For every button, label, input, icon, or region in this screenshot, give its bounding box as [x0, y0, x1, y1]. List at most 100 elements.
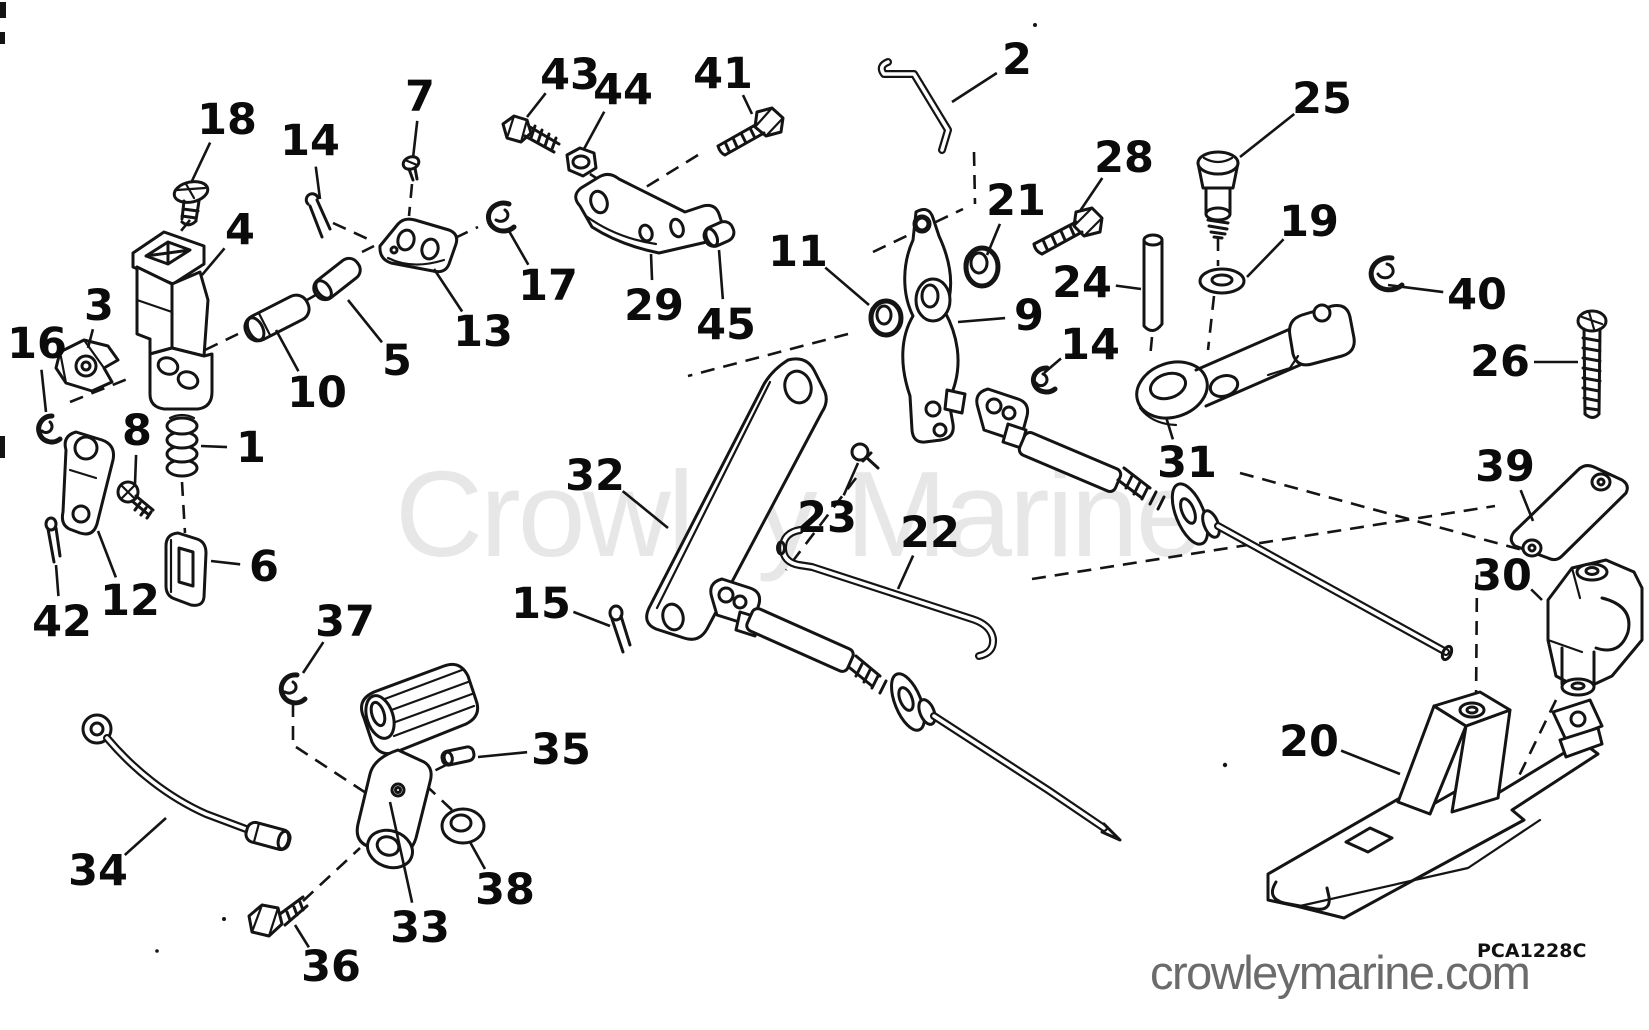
part-label-34: 34: [68, 846, 128, 896]
part-35-pin: [440, 745, 476, 767]
part-10-pin: [243, 293, 311, 343]
part-45-pin: [702, 220, 736, 248]
part-3-cam: [54, 338, 120, 393]
leader-line-37: [301, 641, 325, 674]
part-label-12: 12: [100, 576, 160, 626]
assembly-dash-line: [1516, 699, 1558, 779]
leader-line-44: [582, 111, 606, 150]
part-label-11: 11: [768, 227, 828, 277]
part-label-9: 9: [1014, 291, 1044, 341]
leader-line-23: [842, 462, 860, 496]
footer-watermark-text: crowleymarine.com: [1150, 946, 1529, 999]
leader-line-21: [985, 223, 1002, 256]
assembly-dash-line: [295, 745, 367, 795]
part-label-39: 39: [1475, 442, 1535, 492]
part-label-45: 45: [696, 300, 756, 350]
part-label-25: 25: [1292, 74, 1352, 124]
part-label-43: 43: [540, 50, 600, 100]
assembly-dash-line: [361, 244, 375, 254]
part-20-bracket: [1266, 690, 1604, 920]
part-6-grip: [164, 531, 208, 607]
part-42-cotter-pin: [44, 516, 62, 564]
leader-line-34: [123, 817, 167, 856]
leader-line-32: [621, 490, 669, 530]
assembly-dash-line: [1239, 471, 1549, 559]
leader-line-4: [201, 247, 226, 276]
assembly-dash-line: [1148, 336, 1154, 359]
dashed-lines-layer: [69, 151, 1558, 902]
part-label-15: 15: [511, 579, 571, 629]
part-label-22: 22: [900, 508, 960, 558]
part-label-30: 30: [1472, 551, 1532, 601]
part-label-20: 20: [1279, 717, 1339, 767]
part-30-clamp-block: [1546, 558, 1644, 697]
part-label-40: 40: [1447, 270, 1507, 320]
leader-line-43: [525, 92, 547, 118]
leader-line-20: [1340, 749, 1401, 776]
leader-line-3: [86, 328, 95, 349]
part-label-28: 28: [1094, 133, 1154, 183]
part-26-screw: [1576, 309, 1608, 419]
part-label-10: 10: [287, 368, 347, 418]
leader-line-1: [200, 444, 228, 449]
part-7-screw: [401, 155, 421, 182]
part-22-rod: [776, 526, 998, 660]
part-24-pin: [1142, 233, 1164, 332]
leader-line-38: [468, 841, 487, 870]
assembly-dash-line: [1031, 504, 1496, 581]
part-37-e-clip: [278, 672, 308, 706]
part-16-e-clip: [36, 413, 63, 445]
part-41-bolt: [716, 106, 785, 157]
leader-line-33: [388, 801, 414, 903]
leader-line-22: [896, 555, 915, 590]
part-label-29: 29: [624, 281, 684, 331]
leader-line-30: [1530, 588, 1543, 601]
assembly-dash-line: [407, 183, 414, 217]
assembly-dash-line: [784, 477, 858, 571]
part-label-1: 1: [236, 423, 266, 473]
part-label-4: 4: [225, 205, 255, 255]
assembly-dash-line: [415, 775, 453, 811]
assembly-dash-line: [687, 332, 849, 378]
assembly-dash-line: [180, 481, 187, 534]
part-36-bolt: [247, 895, 309, 938]
part-label-19: 19: [1279, 197, 1339, 247]
part-14-hairpin-clip: [304, 192, 332, 239]
print-specks: [0, 2, 1228, 953]
leader-line-29: [649, 253, 654, 281]
leader-line-45: [717, 249, 725, 300]
leader-line-12: [96, 530, 118, 578]
part-code-text: PCA1228C: [1477, 940, 1586, 962]
part-label-42: 42: [32, 597, 92, 647]
part-label-6: 6: [249, 542, 279, 592]
leader-line-8: [133, 454, 138, 485]
part-label-23: 23: [797, 493, 857, 543]
part-33-handle: [355, 662, 480, 870]
assembly-dash-line: [645, 153, 699, 189]
part-label-44: 44: [593, 65, 653, 115]
part-label-7: 7: [405, 72, 435, 122]
part-9-lever: [901, 208, 967, 444]
part-label-33: 33: [390, 903, 450, 953]
part-label-18: 18: [197, 95, 257, 145]
leader-line-6: [210, 559, 241, 566]
part-label-5: 5: [382, 336, 412, 386]
part-label-35: 35: [531, 725, 591, 775]
part-32-lever: [645, 357, 828, 641]
part-34-cable-link: [81, 713, 292, 852]
leader-line-28: [1078, 177, 1104, 212]
part-label-2: 2: [1002, 35, 1032, 85]
leader-line-24: [1115, 284, 1142, 291]
part-label-14: 14: [280, 116, 340, 166]
leader-line-31: [1164, 416, 1175, 440]
part-label-14: 14: [1060, 320, 1120, 370]
leader-line-25: [1239, 112, 1296, 159]
assembly-dash-line: [302, 847, 361, 902]
part-38-washer: [440, 807, 486, 845]
leader-line-14: [1043, 357, 1062, 374]
leader-line-15: [572, 610, 611, 628]
leader-line-41: [741, 94, 754, 115]
leader-line-42: [54, 564, 60, 597]
